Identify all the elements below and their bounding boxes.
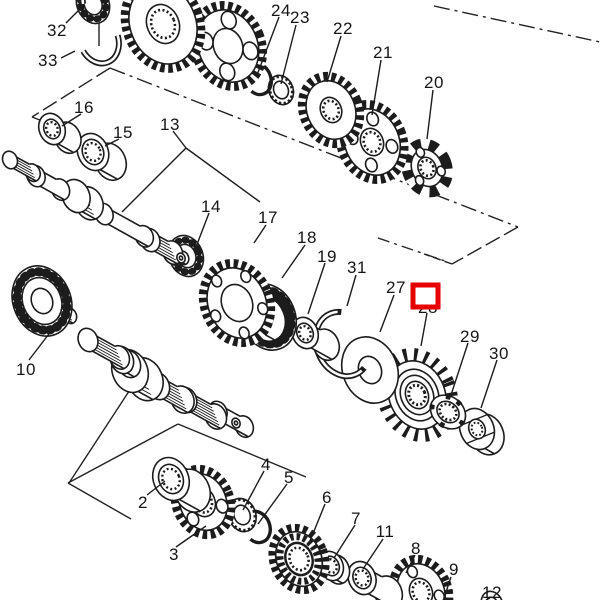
part-20-dog-gear — [401, 138, 453, 198]
part-label-15: 15 — [113, 123, 133, 142]
part-11-bushing — [347, 560, 404, 600]
clutch-hub-gear — [189, 1, 267, 91]
part-label-18: 18 — [297, 228, 317, 247]
part-1-shaft-end — [231, 417, 241, 429]
leader-lines — [28, 8, 498, 600]
part-30-nut — [458, 407, 505, 456]
part-label-27: 27 — [386, 278, 406, 297]
part-22-gear — [297, 71, 365, 149]
part-label-31: 31 — [347, 258, 367, 277]
part-27-plate-washer — [340, 336, 400, 404]
part-23-splined-washer — [267, 74, 295, 106]
grouping-lines — [31, 5, 600, 520]
part-label-20: 20 — [424, 73, 444, 92]
part-label-4: 4 — [261, 455, 271, 474]
part-label-8: 8 — [411, 539, 421, 558]
part-label-24: 24 — [271, 1, 291, 20]
part-28-drive-sprocket — [376, 348, 458, 442]
part-label-29: 29 — [460, 327, 480, 346]
part-label-19: 19 — [317, 247, 337, 266]
part-label-11: 11 — [376, 522, 395, 541]
part-16-bushing — [37, 112, 82, 155]
part-8-gear — [388, 554, 454, 600]
part-10-ball-bearing — [11, 265, 73, 337]
part-label-9: 9 — [449, 560, 459, 579]
part-29-lock-washer — [429, 393, 467, 431]
part-label-16: 16 — [74, 98, 94, 117]
top-left-gear — [120, 0, 206, 73]
part-12-washer — [480, 590, 504, 600]
part-label-22: 22 — [333, 19, 353, 38]
part-6-double-gear — [268, 523, 330, 595]
part-label-32: 32 — [47, 21, 67, 40]
part-label-30: 30 — [489, 344, 509, 363]
part-2-bushing — [151, 456, 212, 513]
part-17-gear — [198, 259, 276, 347]
part-19-collar — [290, 316, 341, 362]
part-label-7: 7 — [351, 509, 361, 528]
part-label-2: 2 — [138, 493, 148, 512]
part-label-33: 33 — [38, 51, 58, 70]
red-highlight-box[interactable] — [410, 282, 441, 310]
part-label-21: 21 — [373, 43, 393, 62]
part-label-23: 23 — [290, 8, 310, 27]
part-label-12: 12 — [482, 583, 502, 600]
part-13-end-washer — [176, 252, 186, 264]
part-label-3: 3 — [169, 545, 179, 564]
part-label-6: 6 — [322, 488, 332, 507]
part-label-13: 13 — [160, 115, 180, 134]
part-label-17: 17 — [258, 208, 278, 227]
part-15-bushing — [76, 132, 128, 182]
part-33-half-shell — [76, 13, 122, 67]
top-left-needle-bearing — [75, 0, 111, 25]
part-label-14: 14 — [201, 197, 221, 216]
part-label-10: 10 — [16, 360, 36, 379]
part-label-5: 5 — [284, 468, 294, 487]
